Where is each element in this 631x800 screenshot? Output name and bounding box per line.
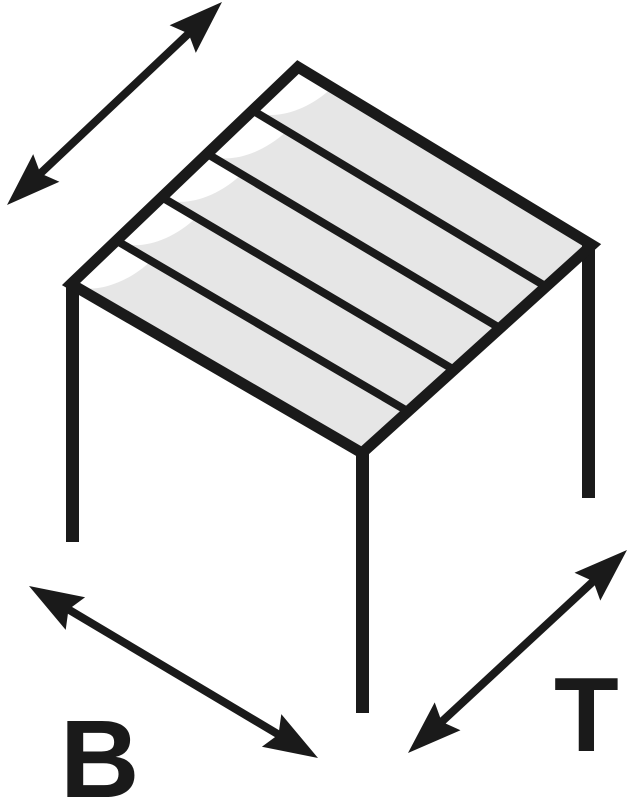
top-depth-arrow-icon	[7, 2, 222, 205]
arrow-shaft	[61, 602, 286, 742]
arrow-head-icon	[408, 702, 461, 753]
arrow-shaft	[33, 26, 196, 181]
depth-arrow-icon	[408, 550, 627, 753]
roof-slat	[116, 197, 455, 412]
slat-divider	[250, 106, 549, 291]
slat-divider	[159, 193, 457, 374]
arrow-head-icon	[7, 154, 60, 205]
arrow-shaft	[434, 574, 601, 729]
posts	[66, 245, 595, 713]
post-right	[582, 245, 595, 498]
roof-slat	[207, 110, 546, 329]
slat-dividers	[114, 106, 549, 415]
roof-slat	[252, 67, 592, 287]
arrow-head-icon	[574, 550, 627, 601]
roof-slat	[161, 153, 501, 370]
roof-slat	[71, 240, 408, 453]
roof-frame	[61, 60, 602, 460]
post-front	[356, 453, 369, 713]
arrow-head-icon	[169, 2, 222, 53]
slat-divider	[205, 150, 503, 332]
roof-slats	[71, 67, 592, 453]
post-left	[66, 284, 79, 542]
width-arrow-icon	[29, 586, 318, 758]
arrow-head-icon	[261, 714, 318, 758]
depth-label: T	[554, 656, 619, 774]
width-label: B	[60, 698, 139, 800]
arrow-head-icon	[29, 586, 86, 630]
slat-divider	[114, 237, 411, 415]
